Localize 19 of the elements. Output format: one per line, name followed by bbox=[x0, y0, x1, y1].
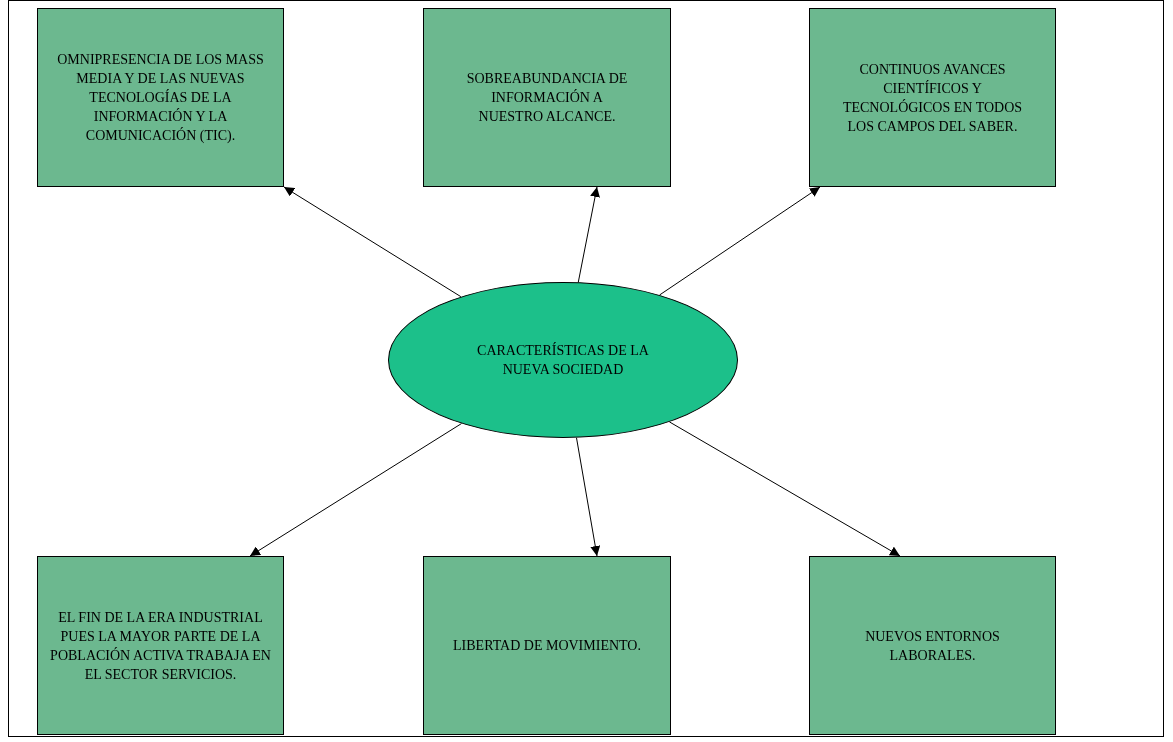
topic-text: CARACTERÍSTICAS DE LA NUEVA SOCIEDAD bbox=[476, 341, 650, 379]
box-text: CONTINUOS AVANCES CIENTÍFICOS Y TECNOLÓGICOS EN TODOS LOS CAMPOS DEL SABER. bbox=[842, 60, 1023, 136]
characteristic-box bbox=[423, 556, 671, 735]
arrow bbox=[576, 437, 601, 557]
arrow bbox=[659, 186, 821, 296]
arrow bbox=[283, 186, 462, 298]
characteristic-box bbox=[809, 556, 1056, 735]
characteristic-box bbox=[809, 8, 1056, 187]
characteristic-box bbox=[423, 8, 671, 187]
characteristic-box bbox=[37, 8, 284, 187]
box-text: NUEVOS ENTORNOS LABORALES. bbox=[864, 627, 1001, 665]
box-text: SOBREABUNDANCIA DE INFORMACIÓN A NUESTRO ALCANCE. bbox=[465, 70, 629, 126]
characteristic-box bbox=[37, 556, 284, 735]
box-text: LIBERTAD DE MOVIMIENTO. bbox=[453, 637, 641, 655]
box-text: OMNIPRESENCIA DE LOS MASS MEDIA Y DE LAS NUEVAS TECNOLOGÍAS DE LA INFORMACIÓN Y LA COMUNICACIÓN (TIC). bbox=[56, 51, 265, 145]
arrow bbox=[668, 421, 901, 557]
arrow bbox=[577, 186, 600, 283]
box-text: EL FIN DE LA ERA INDUSTRIAL PUES LA MAYOR PARTE DE LA POBLACIÓN ACTIVA TRABAJA EN EL SECTOR SERVICIOS. bbox=[50, 608, 271, 684]
arrow bbox=[249, 423, 462, 557]
